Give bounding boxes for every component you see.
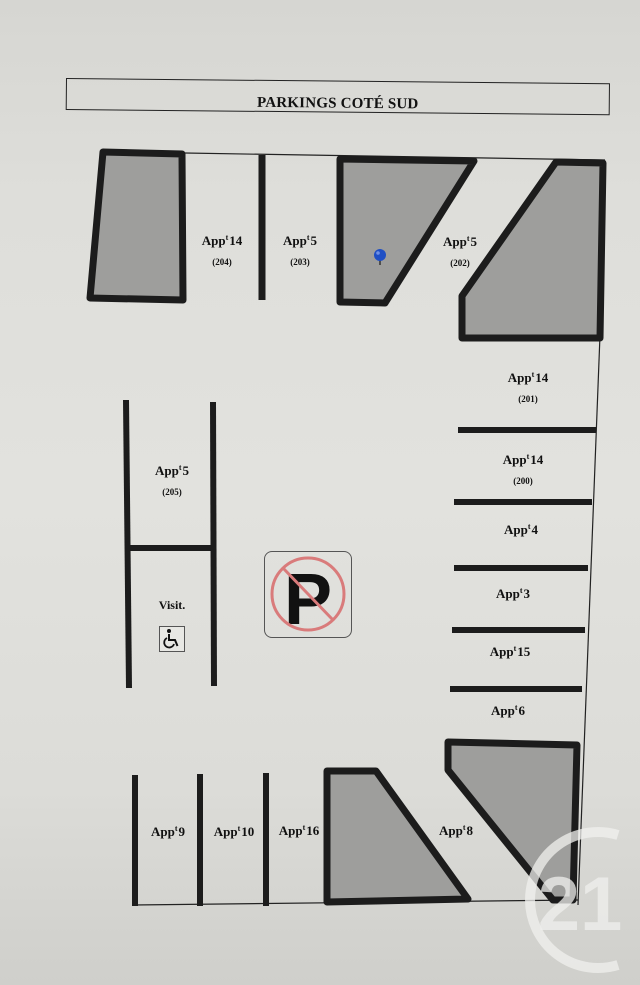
- title-box: PARKINGS COTÉ SUD: [65, 78, 610, 116]
- watermark-text: 21: [538, 862, 623, 947]
- label-sup: t: [302, 823, 306, 832]
- label-prefix: App: [490, 703, 515, 718]
- space-label-apt15: Appt15: [490, 644, 531, 660]
- space-label-202: Appt5 (202): [443, 234, 477, 268]
- pillar-block-top-middle: [336, 155, 478, 307]
- label-sup: t: [531, 370, 535, 379]
- label-sup: t: [514, 703, 518, 712]
- label-prefix: App: [150, 824, 175, 839]
- divider-line: [210, 401, 217, 687]
- label-prefix: App: [503, 522, 528, 537]
- label-sup: t: [225, 233, 229, 242]
- label-sup: t: [174, 824, 178, 833]
- label-apt: 5: [182, 463, 190, 478]
- space-label-apt6: Appt6: [491, 703, 525, 719]
- label-prefix: App: [154, 463, 179, 478]
- label-apt: 5: [310, 233, 318, 248]
- label-sup: t: [519, 586, 523, 595]
- label-prefix: App: [438, 823, 463, 838]
- label-sup: t: [237, 824, 241, 833]
- label-sup: t: [466, 234, 470, 243]
- label-prefix: App: [502, 452, 527, 467]
- label-apt: 10: [241, 824, 255, 839]
- label-apt: 14: [535, 370, 549, 385]
- label-apt: 4: [531, 522, 539, 537]
- pillar-block-top-right: [458, 158, 607, 342]
- label-apt: 14: [530, 452, 544, 467]
- pushpin-icon: [374, 249, 386, 265]
- space-label-apt16: Appt16: [279, 823, 320, 839]
- pillar-block-top-left: [86, 148, 187, 304]
- label-prefix: App: [507, 370, 532, 385]
- space-label-apt8: Appt8: [439, 823, 473, 839]
- label-sup: t: [527, 522, 531, 531]
- divider-line: [123, 399, 132, 689]
- label-apt: 9: [178, 824, 186, 839]
- label-apt: 14: [229, 233, 243, 248]
- space-label-203: Appt5 (203): [283, 233, 317, 267]
- pillar-block-bottom-middle: [323, 767, 472, 906]
- label-prefix: App: [282, 233, 307, 248]
- label-apt: 5: [470, 234, 478, 249]
- label-sup: t: [526, 452, 530, 461]
- space-label-apt4: Appt4: [504, 522, 538, 538]
- label-prefix: App: [442, 234, 467, 249]
- page-title: PARKINGS COTÉ SUD: [256, 94, 419, 112]
- century21-logo: 21: [525, 827, 623, 973]
- space-label-200: Appt14 (200): [503, 452, 544, 486]
- wheelchair-icon: [159, 626, 185, 652]
- label-prefix: App: [489, 644, 514, 659]
- label-apt: 6: [518, 703, 526, 718]
- label-sup: t: [306, 233, 310, 242]
- label-sup: t: [462, 823, 466, 832]
- label-sup: t: [178, 463, 182, 472]
- space-number: (201): [518, 394, 538, 404]
- space-label-201: Appt14 (201): [508, 370, 549, 404]
- right-boundary-line: [577, 334, 601, 906]
- label-prefix: App: [201, 233, 226, 248]
- label-prefix: App: [213, 824, 238, 839]
- label-apt: 15: [517, 644, 531, 659]
- label-apt: 3: [523, 586, 531, 601]
- no-parking-icon: P: [264, 551, 352, 640]
- space-number: (200): [513, 476, 533, 486]
- label-prefix: App: [278, 823, 303, 838]
- space-number: (204): [212, 257, 232, 267]
- space-number: (203): [290, 257, 310, 267]
- label-sup: t: [513, 644, 517, 653]
- space-number: (205): [162, 487, 182, 497]
- label-prefix: App: [495, 586, 520, 601]
- space-number: (202): [450, 258, 470, 268]
- label-apt: 16: [306, 823, 320, 838]
- space-label-apt3: Appt3: [496, 586, 530, 602]
- space-label-apt9: Appt9: [151, 824, 185, 840]
- space-label-205: Appt5 (205): [155, 463, 189, 497]
- label-apt: 8: [466, 823, 474, 838]
- space-label-204: Appt14 (204): [202, 233, 243, 267]
- visitor-label: Visit.: [158, 598, 186, 612]
- space-label-apt10: Appt10: [214, 824, 255, 840]
